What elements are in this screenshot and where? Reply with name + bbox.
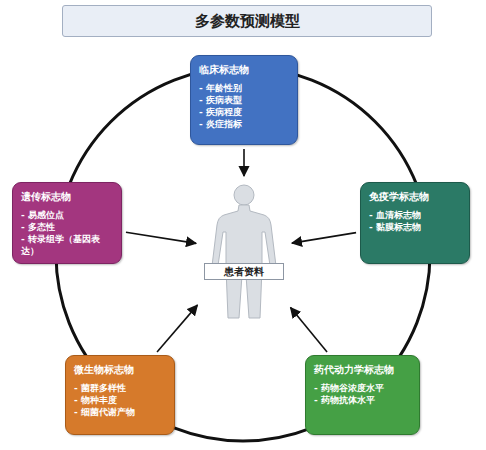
bullet-item: - 炎症指标	[199, 118, 289, 130]
bullet-item: - 疾病程度	[199, 106, 289, 118]
bullet-item: - 血清标志物	[369, 209, 461, 221]
bullet-item: - 药物抗体水平	[314, 394, 411, 406]
bullet-item: - 药物谷浓度水平	[314, 382, 411, 394]
arrow-connector	[157, 305, 197, 352]
node-heading: 临床标志物	[199, 63, 289, 76]
node-heading: 患者资料	[204, 263, 284, 280]
human-figure	[200, 180, 288, 322]
arrow-connector	[292, 233, 356, 243]
genetic-box: 遗传标志物 - 易感位点- 多态性- 转录组学（基因表达）	[12, 182, 122, 264]
node-heading: 微生物标志物	[74, 363, 166, 376]
bullet-item: - 转录组学（基因表达）	[21, 233, 113, 257]
arrow-connector	[126, 232, 196, 243]
bullet-item: - 多态性	[21, 221, 113, 233]
title-box: 多参数预测模型	[62, 5, 432, 37]
bullet-item: - 黏膜标志物	[369, 221, 461, 233]
bullet-item: - 细菌代谢产物	[74, 406, 166, 418]
bullet-item: - 疾病表型	[199, 94, 289, 106]
node-heading: 药代动力学标志物	[314, 363, 411, 376]
pharmacokinetic-box: 药代动力学标志物 - 药物谷浓度水平- 药物抗体水平	[305, 355, 420, 435]
clinical-box: 临床标志物 - 年龄性别- 疾病表型- 疾病程度- 炎症指标	[190, 55, 298, 145]
bullet-item: - 易感位点	[21, 209, 113, 221]
node-heading: 遗传标志物	[21, 190, 113, 203]
patient-node: 患者资料	[200, 180, 288, 322]
microbiome-box: 微生物标志物 - 菌群多样性- 物种丰度- 细菌代谢产物	[65, 355, 175, 435]
bullet-item: - 物种丰度	[74, 394, 166, 406]
arrow-connector	[291, 308, 327, 352]
immunology-box: 免疫学标志物 - 血清标志物- 黏膜标志物	[360, 182, 470, 264]
bullet-item: - 菌群多样性	[74, 382, 166, 394]
arrow-connector	[243, 149, 245, 176]
title-text: 多参数预测模型	[195, 12, 300, 31]
bullet-item: - 年龄性别	[199, 82, 289, 94]
node-heading: 免疫学标志物	[369, 190, 461, 203]
